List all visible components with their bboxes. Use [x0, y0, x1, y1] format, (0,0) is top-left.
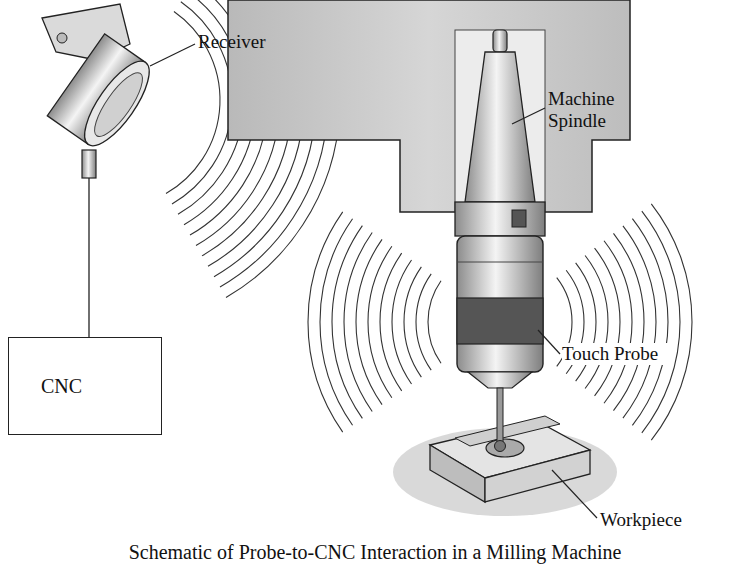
- leader-line: [150, 44, 195, 66]
- signal-cable: [88, 178, 89, 338]
- part-label: Workpiece: [600, 509, 700, 531]
- signal-waves: [166, 0, 692, 440]
- signal-wave: [344, 233, 372, 412]
- spindle-housing: [228, 0, 630, 212]
- signal-wave: [380, 253, 402, 391]
- signal-wave: [595, 248, 620, 396]
- node-label: CNC: [41, 375, 82, 398]
- probe-ring: [457, 262, 543, 263]
- signal-wave: [632, 219, 668, 426]
- leader-line: [512, 108, 545, 124]
- part-label: Touch Probe: [562, 343, 672, 365]
- tool-taper: [465, 52, 535, 202]
- signal-wave: [320, 219, 353, 425]
- signal-wave: [392, 260, 412, 384]
- pull-stud: [493, 30, 507, 52]
- signal-wave: [368, 246, 392, 397]
- holder-flange: [455, 202, 545, 236]
- workpiece-front: [430, 445, 485, 502]
- signal-wave: [623, 226, 656, 418]
- receiver-window: [87, 67, 150, 143]
- figure-caption: Schematic of Probe-to-CNC Interaction in…: [0, 541, 750, 564]
- part-label: Machine Spindle: [548, 88, 630, 132]
- leader-line: [538, 330, 560, 354]
- signal-wave: [356, 239, 382, 404]
- probe-body: [457, 236, 543, 372]
- signal-wave: [585, 256, 608, 389]
- workpiece-hole: [486, 439, 524, 457]
- signal-wave: [651, 204, 692, 440]
- part-label: Receiver: [198, 31, 298, 53]
- signal-wave: [404, 267, 421, 377]
- signal-wave: [416, 274, 431, 370]
- probe-nose: [468, 372, 532, 388]
- leader-line: [552, 470, 597, 518]
- receiver-connector: [82, 150, 96, 178]
- signal-wave: [308, 212, 343, 432]
- signal-wave: [604, 241, 632, 404]
- signal-wave: [332, 226, 362, 419]
- probe-stylus: [497, 388, 503, 442]
- signal-wave: [613, 233, 644, 410]
- probe-window: [457, 298, 543, 344]
- signal-wave: [428, 281, 441, 364]
- controller-box: CNC: [8, 337, 162, 435]
- stylus-ball: [495, 441, 506, 452]
- bracket-screw: [57, 33, 67, 43]
- spindle-bore: [455, 30, 545, 212]
- receiver-face: [73, 52, 160, 155]
- flange-key: [512, 210, 526, 227]
- signal-wave: [642, 211, 680, 433]
- receiver-body: [47, 34, 160, 155]
